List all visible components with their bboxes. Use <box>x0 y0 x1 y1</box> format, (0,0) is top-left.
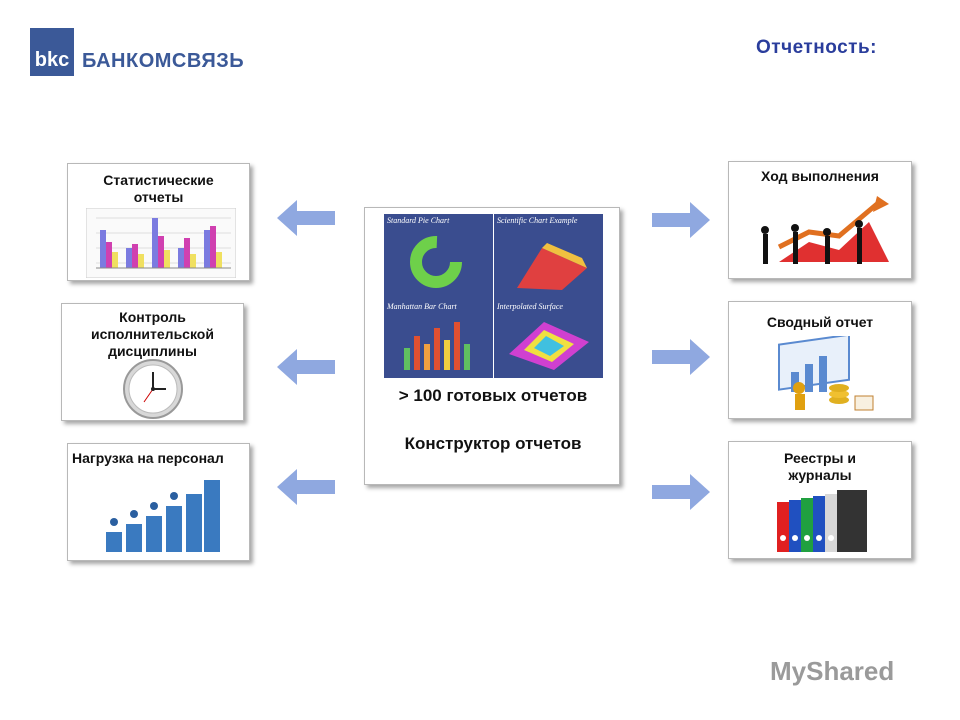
arrow-right-icon <box>652 474 710 510</box>
arrow-right-icon <box>652 339 710 375</box>
arrow-right-icon <box>652 202 710 238</box>
staff-load-card[interactable]: Нагрузка на персонал <box>67 443 250 561</box>
summary-chart-icon <box>778 336 874 411</box>
stats-reports-card[interactable]: Статистические отчеты <box>67 163 250 281</box>
registers-title: Реестры и журналы <box>783 450 857 483</box>
binders-icon <box>777 490 867 552</box>
staff-load-title: Нагрузка на персонал <box>72 450 224 466</box>
bar-chart-icon <box>86 208 236 278</box>
report-constructor-text: Конструктор отчетов <box>404 434 582 453</box>
stats-reports-title: Статистические отчеты <box>103 172 214 205</box>
progress-card[interactable]: Ход выполнения <box>728 161 912 279</box>
progress-title: Ход выполнения <box>761 168 879 184</box>
manhattan-chart-thumbnail: Manhattan Bar Chart <box>384 300 493 378</box>
arrow-left-icon <box>277 349 335 385</box>
page-title: Отчетность: <box>756 37 877 58</box>
pie-chart-thumbnail: Standard Pie Chart <box>384 214 493 300</box>
scientific-chart-thumbnail: Scientific Chart Example <box>494 214 603 300</box>
thumbnail-label: Manhattan Bar Chart <box>387 302 457 311</box>
clock-icon <box>123 359 183 419</box>
surface-chart-thumbnail: Interpolated Surface <box>494 300 603 378</box>
arrow-left-icon <box>277 469 335 505</box>
ready-reports-text: > 100 готовых отчетов <box>398 386 588 405</box>
summary-report-card[interactable]: Сводный отчет <box>728 301 912 419</box>
surface-chart-icon <box>517 243 587 290</box>
ring-chart-icon <box>410 236 462 288</box>
thumbnail-label: Standard Pie Chart <box>387 216 450 225</box>
bank-logo-text: БАНКОМСВЯЗЬ <box>82 50 245 72</box>
business-growth-icon <box>761 196 889 264</box>
people-growth-icon <box>106 480 220 552</box>
bank-logo-mark: bkc <box>30 28 74 76</box>
interpolated-surface-icon <box>509 322 589 370</box>
thumbnail-label: Scientific Chart Example <box>497 216 578 225</box>
discipline-control-card[interactable]: Контроль исполнительской дисциплины <box>61 303 244 421</box>
registers-card[interactable]: Реестры и журналы <box>728 441 912 559</box>
discipline-control-title: Контроль исполнительской дисциплины <box>91 309 214 359</box>
arrow-left-icon <box>277 200 335 236</box>
manhattan-bars-icon <box>404 322 470 370</box>
report-builder-card[interactable]: Standard Pie Chart Scientific Chart Exam… <box>364 207 620 485</box>
summary-report-title: Сводный отчет <box>766 314 874 330</box>
thumbnail-label: Interpolated Surface <box>497 302 563 311</box>
myshared-watermark: MyShared <box>770 656 895 686</box>
